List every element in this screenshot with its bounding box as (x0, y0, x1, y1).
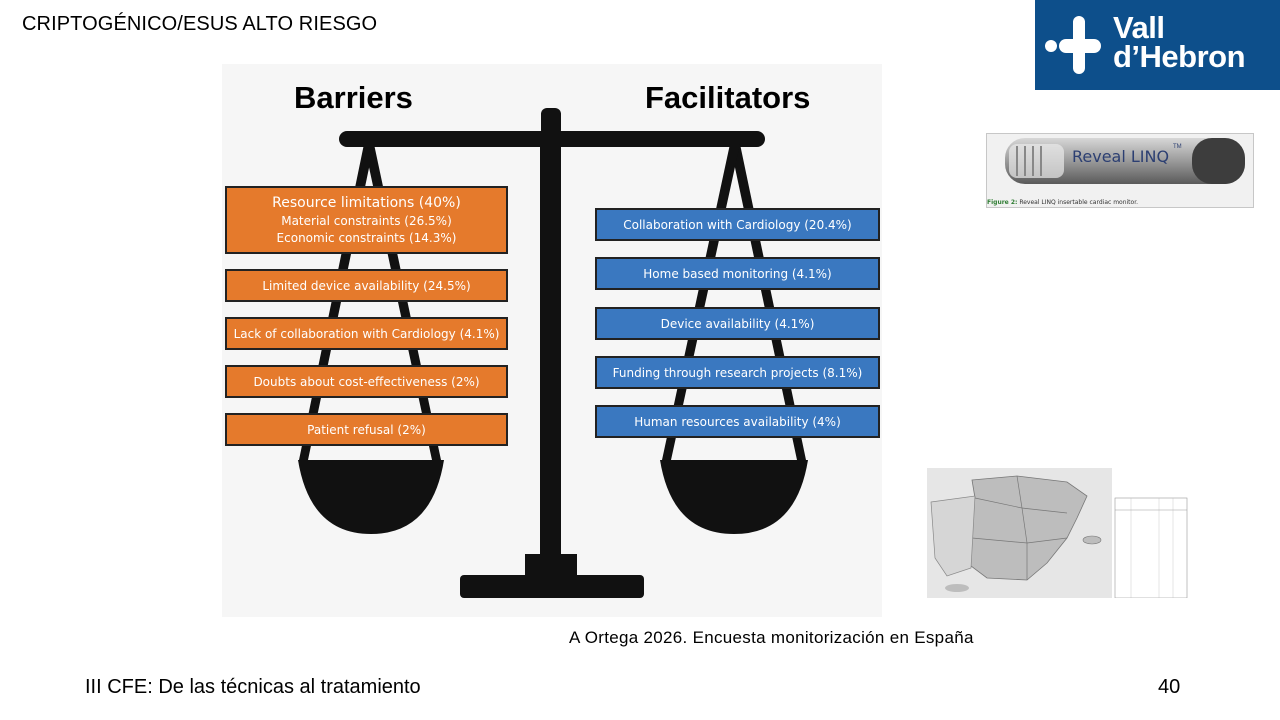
barrier-sublabel: Material constraints (26.5%) (281, 213, 452, 230)
facilitator-label: Human resources availability (4%) (634, 415, 841, 429)
logo-line1: Vall (1113, 13, 1245, 42)
barrier-box-cost-effectiveness: Doubts about cost-effectiveness (2%) (225, 365, 508, 398)
device-caption: Figure 2: Reveal LINQ insertable cardiac… (987, 199, 1138, 206)
facilitator-box-home-monitoring: Home based monitoring (4.1%) (595, 257, 880, 290)
facilitator-box-device-availability: Device availability (4.1%) (595, 307, 880, 340)
barrier-box-patient-refusal: Patient refusal (2%) (225, 413, 508, 446)
citation: A Ortega 2026. Encuesta monitorización e… (569, 628, 974, 648)
barrier-label: Patient refusal (2%) (307, 423, 426, 437)
facilitator-label: Device availability (4.1%) (661, 317, 815, 331)
footer-text: III CFE: De las técnicas al tratamiento (85, 676, 421, 699)
facilitator-label: Funding through research projects (8.1%) (613, 366, 863, 380)
facilitators-heading: Facilitators (645, 80, 810, 116)
slide-title: CRIPTOGÉNICO/ESUS ALTO RIESGO (22, 13, 377, 36)
barriers-heading: Barriers (294, 80, 413, 116)
barrier-box-collaboration: Lack of collaboration with Cardiology (4… (225, 317, 508, 350)
page-number: 40 (1158, 676, 1180, 699)
logo-line2: d’Hebron (1113, 42, 1245, 71)
reveal-linq-image: Reveal LINQ TM Figure 2: Reveal LINQ ins… (986, 133, 1254, 208)
facilitator-box-collaboration: Collaboration with Cardiology (20.4%) (595, 208, 880, 241)
facilitator-label: Collaboration with Cardiology (20.4%) (623, 218, 852, 232)
barrier-label: Resource limitations (40%) (272, 194, 461, 213)
barrier-sublabel: Economic constraints (14.3%) (277, 230, 457, 247)
vall-dhebron-logo: Vall d’Hebron (1035, 0, 1280, 90)
barrier-label: Lack of collaboration with Cardiology (4… (234, 327, 500, 341)
cross-logo-icon (1043, 14, 1111, 76)
facilitator-box-funding: Funding through research projects (8.1%) (595, 356, 880, 389)
spain-map-illustration (927, 468, 1189, 598)
facilitator-box-human-resources: Human resources availability (4%) (595, 405, 880, 438)
device-brand-label: Reveal LINQ (1072, 147, 1169, 166)
caption-label: Figure 2: (987, 199, 1017, 206)
caption-text: Reveal LINQ insertable cardiac monitor. (1017, 199, 1138, 206)
device-trademark: TM (1173, 144, 1182, 150)
barrier-box-resource-limitations: Resource limitations (40%) Material cons… (225, 186, 508, 254)
facilitator-label: Home based monitoring (4.1%) (643, 267, 831, 281)
barrier-box-device-availability: Limited device availability (24.5%) (225, 269, 508, 302)
spain-map-figure (927, 468, 1189, 598)
barrier-label: Limited device availability (24.5%) (262, 279, 470, 293)
barrier-label: Doubts about cost-effectiveness (2%) (253, 375, 479, 389)
